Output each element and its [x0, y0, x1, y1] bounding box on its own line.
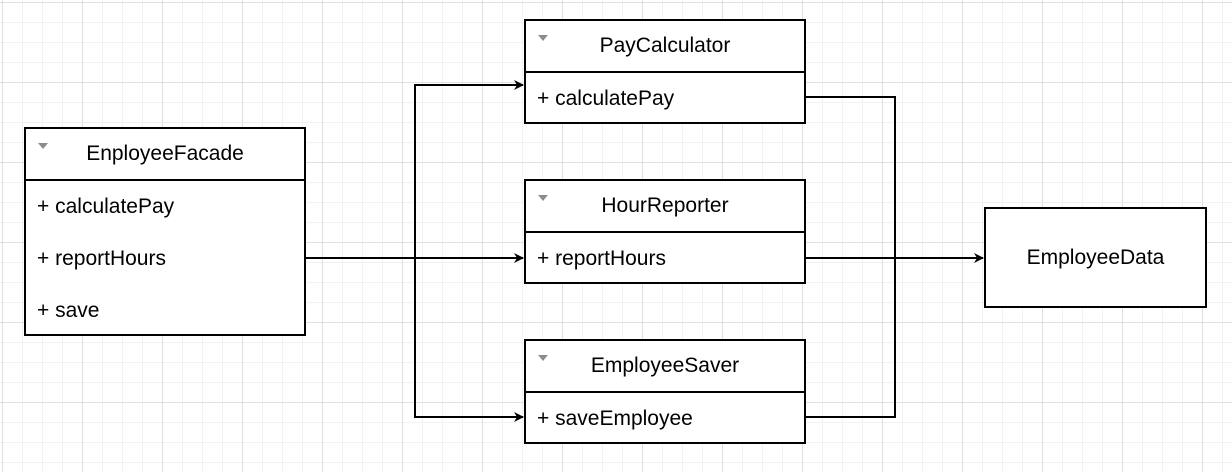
uml-class-hour-reporter[interactable]: HourReporter + reportHours — [524, 179, 806, 284]
class-header: HourReporter — [526, 181, 804, 233]
class-name: HourReporter — [601, 194, 729, 217]
entity-employee-data[interactable]: EmployeeData — [984, 207, 1207, 308]
entity-label: EmployeeData — [1026, 245, 1165, 269]
class-header: EnployeeFacade — [26, 129, 304, 181]
connector-employee-saver-to-data — [805, 258, 896, 418]
class-header: EmployeeSaver — [526, 341, 804, 393]
connector-facade-to-pay-calculator — [414, 80, 524, 258]
class-member: + saveEmployee — [537, 407, 693, 430]
class-name: EmployeeSaver — [590, 354, 740, 377]
class-member: + calculatePay — [537, 87, 675, 110]
uml-class-employee-saver[interactable]: EmployeeSaver + saveEmployee — [524, 339, 806, 444]
collapse-triangle-icon[interactable] — [38, 143, 48, 149]
class-header: PayCalculator — [526, 21, 804, 73]
connector-pay-calculator-to-data — [805, 96, 896, 258]
class-name: PayCalculator — [599, 34, 731, 57]
class-member: + reportHours — [37, 247, 166, 270]
class-member: + save — [37, 299, 100, 322]
class-name: EnployeeFacade — [86, 142, 244, 165]
class-member: + reportHours — [537, 247, 666, 270]
uml-class-pay-calculator[interactable]: PayCalculator + calculatePay — [524, 19, 806, 124]
class-member: + calculatePay — [37, 195, 175, 218]
connector-facade-to-employee-saver — [414, 258, 524, 422]
uml-class-enployee-facade[interactable]: EnployeeFacade + calculatePay + reportHo… — [24, 127, 306, 336]
collapse-triangle-icon[interactable] — [538, 355, 548, 361]
collapse-triangle-icon[interactable] — [538, 35, 548, 41]
collapse-triangle-icon[interactable] — [538, 195, 548, 201]
